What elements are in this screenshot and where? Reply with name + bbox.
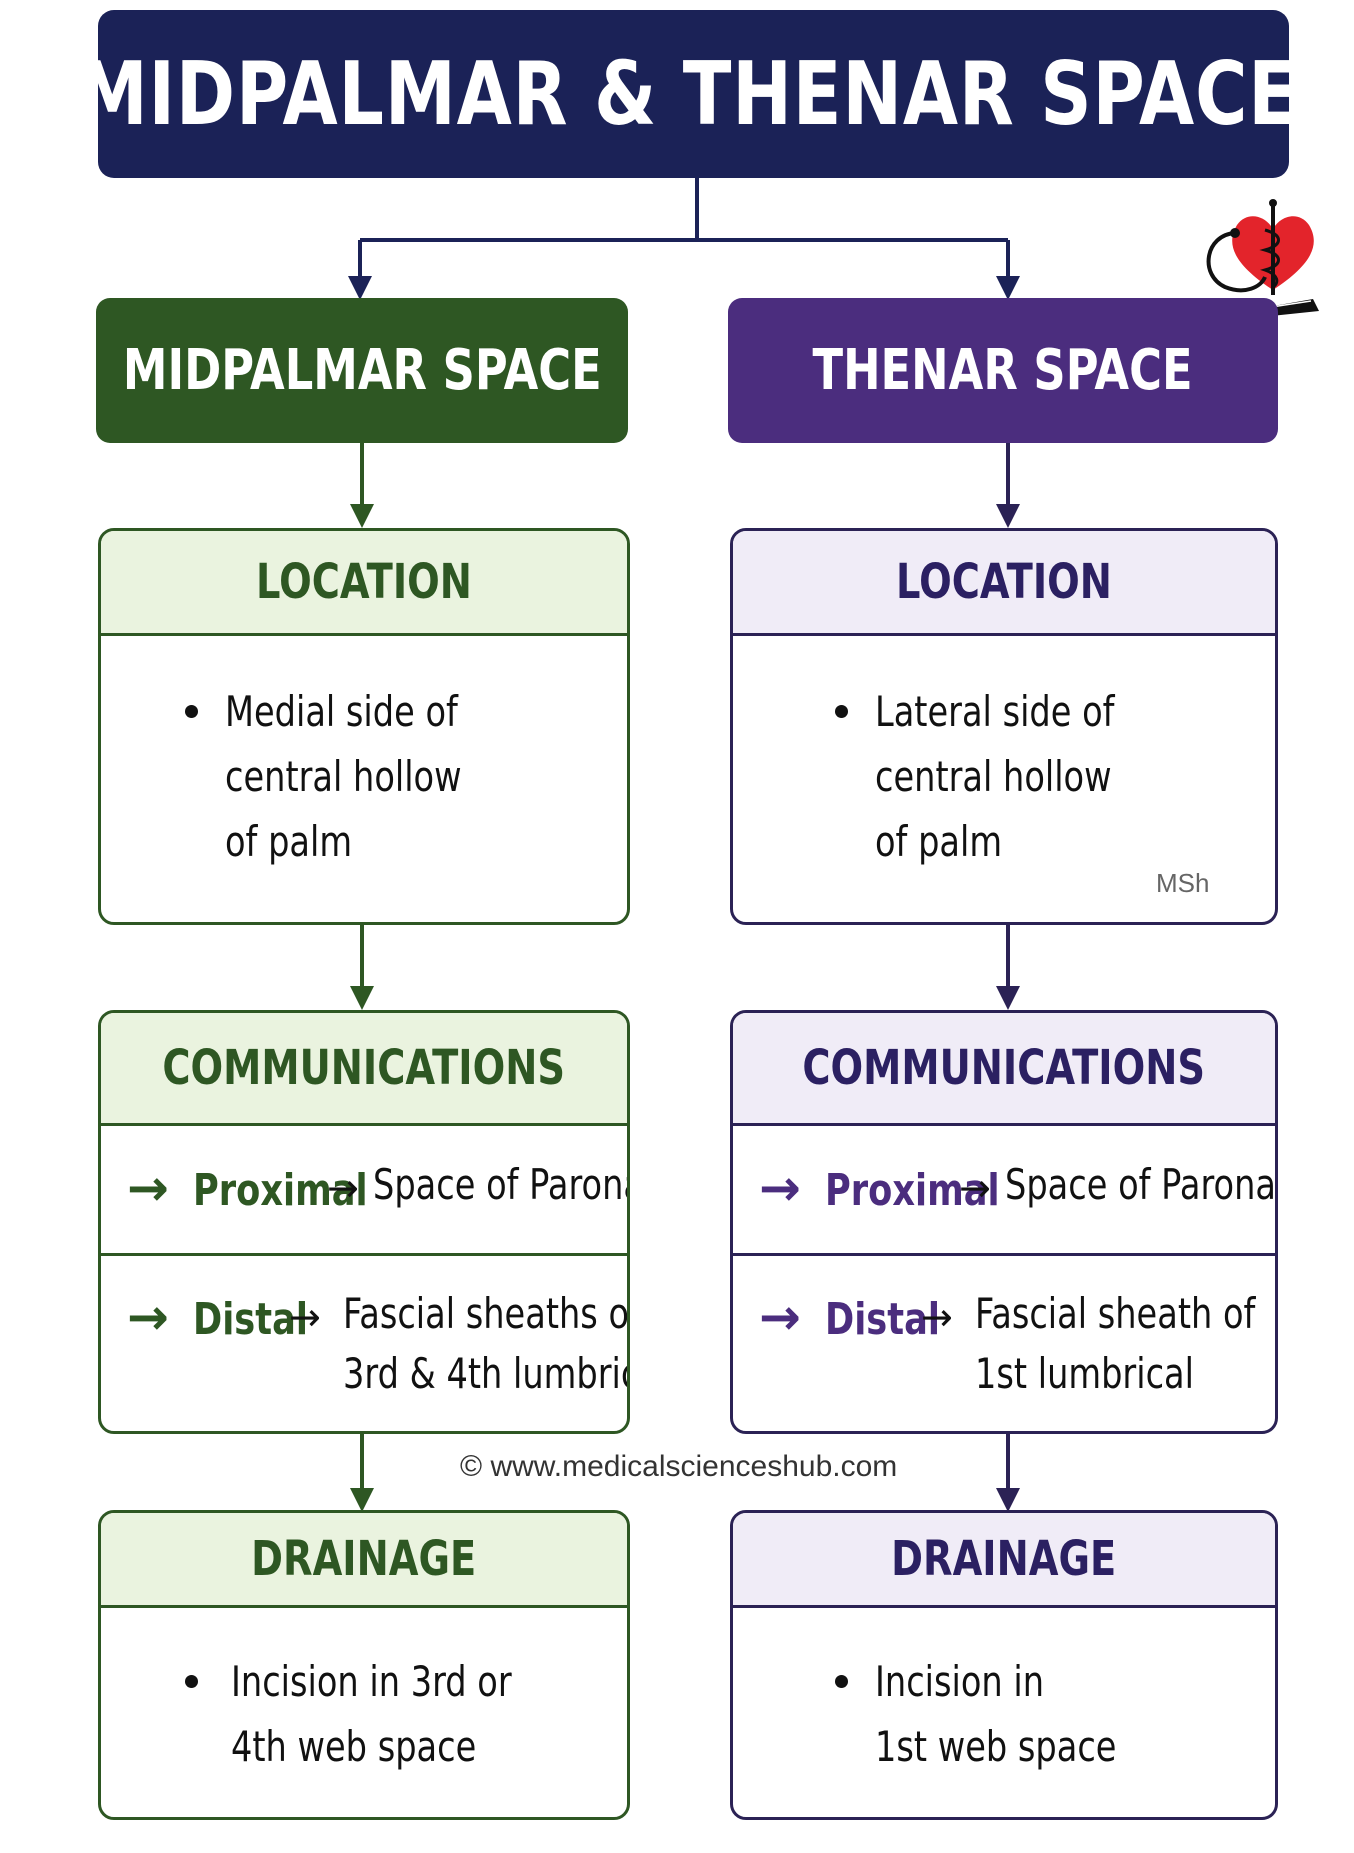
midpalmar-location-heading: LOCATION xyxy=(256,554,472,610)
copyright-text: © www.medicalscienceshub.com xyxy=(460,1450,898,1483)
text-line: central hollow xyxy=(875,752,1112,801)
thenar-communications-box: COMMUNICATIONS → Proximal → Space of Par… xyxy=(730,1010,1278,1434)
thenar-proximal-label: Proximal xyxy=(825,1165,1000,1216)
midpalmar-distal-value: Fascial sheaths of 3rd & 4th lumbricals xyxy=(343,1284,630,1404)
text-line: Incision in 3rd or xyxy=(231,1657,512,1706)
midpalmar-communications-header: COMMUNICATIONS xyxy=(101,1013,627,1126)
text-line: 1st lumbrical xyxy=(975,1349,1194,1398)
arrow-right-icon: → xyxy=(127,1159,169,1217)
text-line: Space of Parona xyxy=(373,1160,630,1209)
text-line: 3rd & 4th lumbricals xyxy=(343,1349,627,1398)
midpalmar-location-box: LOCATION Medial side of central hollow o… xyxy=(98,528,630,925)
thenar-space-header: THENAR SPACE xyxy=(728,298,1278,443)
text-line: 1st web space xyxy=(875,1722,1117,1771)
midpalmar-location-text: Medial side of central hollow of palm xyxy=(225,679,521,874)
thenar-location-text: Lateral side of central hollow of palm xyxy=(875,679,1174,874)
thenar-distal-label: Distal xyxy=(825,1294,940,1345)
midpalmar-proximal-row: → Proximal → Space of Parona xyxy=(101,1123,627,1253)
thenar-proximal-value: Space of Parona xyxy=(1005,1155,1276,1215)
midpalmar-drainage-header: DRAINAGE xyxy=(101,1513,627,1608)
text-line: Incision in xyxy=(875,1657,1045,1706)
arrow-right-icon: → xyxy=(327,1166,359,1210)
midpalmar-proximal-label: Proximal xyxy=(193,1165,368,1216)
text-line: of palm xyxy=(225,817,353,866)
midpalmar-drainage-box: DRAINAGE Incision in 3rd or 4th web spac… xyxy=(98,1510,630,1820)
watermark-text: MSh xyxy=(1156,868,1210,898)
midpalmar-distal-row: → Distal → Fascial sheaths of 3rd & 4th … xyxy=(101,1253,630,1431)
arrow-right-icon: → xyxy=(959,1166,991,1210)
midpalmar-drainage-text: Incision in 3rd or 4th web space xyxy=(231,1649,582,1779)
text-line: of palm xyxy=(875,817,1003,866)
title-split-connector xyxy=(348,178,1020,300)
midpalmar-proximal-value: Space of Parona xyxy=(373,1155,630,1215)
text-line: 4th web space xyxy=(231,1722,477,1771)
text-line: Space of Parona xyxy=(1005,1160,1276,1209)
bullet-icon xyxy=(835,1675,848,1688)
text-line: Fascial sheath of xyxy=(975,1289,1256,1338)
thenar-location-box: LOCATION Lateral side of central hollow … xyxy=(730,528,1278,925)
thenar-space-title: THENAR SPACE xyxy=(812,338,1194,403)
thenar-drainage-text: Incision in 1st web space xyxy=(875,1649,1177,1779)
midpalmar-location-header: LOCATION xyxy=(101,531,627,636)
thenar-distal-value: Fascial sheath of 1st lumbrical xyxy=(975,1284,1255,1404)
midpalmar-space-title: MIDPALMAR SPACE xyxy=(122,338,602,403)
arrow-right-icon: → xyxy=(127,1288,169,1346)
midpalmar-communications-box: COMMUNICATIONS → Proximal → Space of Par… xyxy=(98,1010,630,1434)
text-line: Medial side of xyxy=(225,687,458,736)
midpalmar-distal-label: Distal xyxy=(193,1294,308,1345)
thenar-drainage-box: DRAINAGE Incision in 1st web space xyxy=(730,1510,1278,1820)
title-banner: MIDPALMAR & THENAR SPACES xyxy=(77,10,1349,178)
arrow-right-icon: → xyxy=(921,1295,953,1339)
thenar-communications-heading: COMMUNICATIONS xyxy=(802,1040,1206,1096)
thenar-communications-header: COMMUNICATIONS xyxy=(733,1013,1275,1126)
arrow-right-icon: → xyxy=(289,1295,321,1339)
thenar-proximal-row: → Proximal → Space of Parona xyxy=(733,1123,1275,1253)
arrow-right-icon: → xyxy=(759,1288,801,1346)
bullet-icon xyxy=(185,705,198,718)
text-line: Lateral side of xyxy=(875,687,1115,736)
bullet-icon xyxy=(835,705,848,718)
midpalmar-space-header: MIDPALMAR SPACE xyxy=(96,298,628,443)
thenar-location-header: LOCATION xyxy=(733,531,1275,636)
thenar-drainage-header: DRAINAGE xyxy=(733,1513,1275,1608)
thenar-distal-row: → Distal → Fascial sheath of 1st lumbric… xyxy=(733,1253,1275,1431)
text-line: Fascial sheaths of xyxy=(343,1289,630,1338)
text-line: central hollow xyxy=(225,752,462,801)
thenar-location-heading: LOCATION xyxy=(896,554,1112,610)
midpalmar-drainage-heading: DRAINAGE xyxy=(251,1531,477,1587)
bullet-icon xyxy=(185,1675,198,1688)
arrow-right-icon: → xyxy=(759,1159,801,1217)
thenar-drainage-heading: DRAINAGE xyxy=(891,1531,1117,1587)
midpalmar-communications-heading: COMMUNICATIONS xyxy=(162,1040,566,1096)
page-title: MIDPALMAR & THENAR SPACES xyxy=(76,43,1351,145)
